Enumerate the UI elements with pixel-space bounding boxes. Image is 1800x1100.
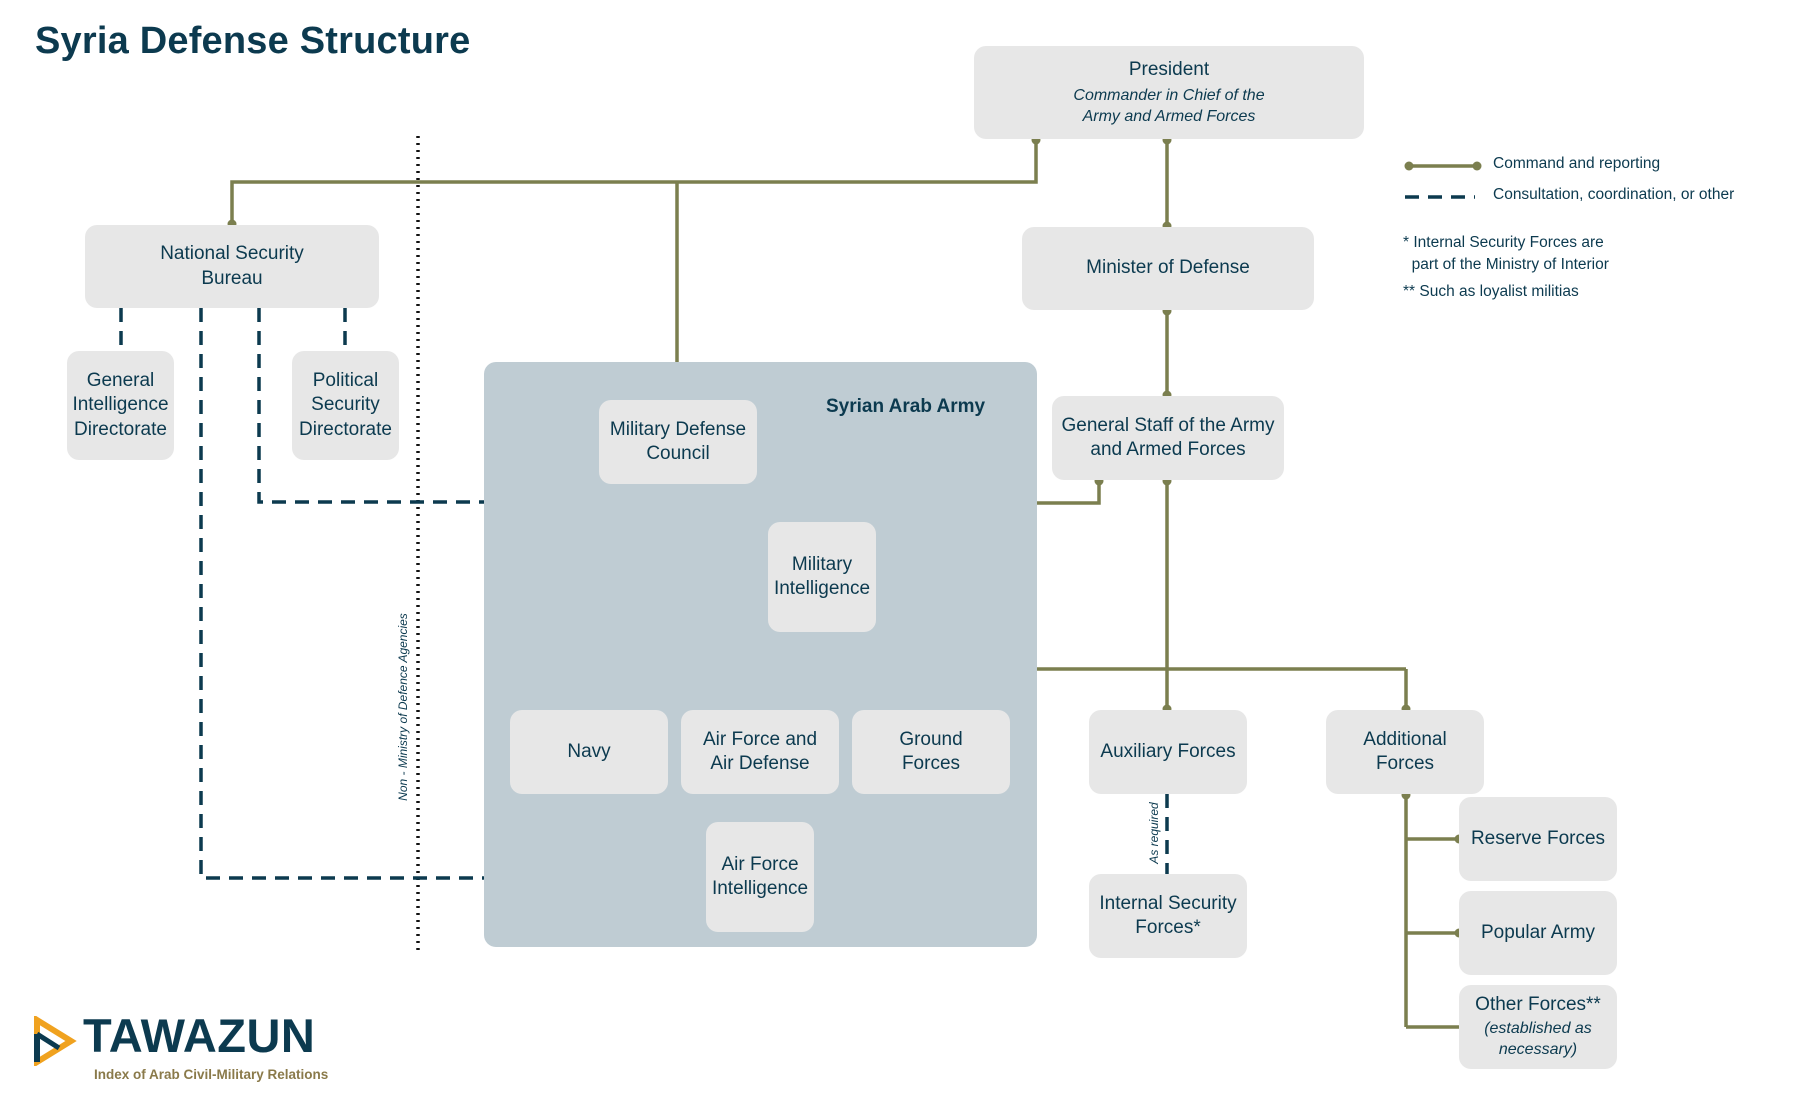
node-general-staff-label: General Staff of the Army and Armed Forc… <box>1061 414 1275 460</box>
node-other-forces: Other Forces** (established as necessary… <box>1459 985 1617 1069</box>
node-other-forces-label: Other Forces** <box>1475 994 1601 1016</box>
node-ground-forces: Ground Forces <box>852 710 1010 794</box>
footnote-2: ** Such as loyalist militias <box>1403 283 1579 301</box>
node-president-label: President <box>1128 58 1210 80</box>
node-air-force-intelligence-label: Air Force Intelligence <box>711 853 809 899</box>
node-popular-army-label: Popular Army <box>1480 921 1596 943</box>
node-internal-security-forces: Internal Security Forces* <box>1089 874 1247 958</box>
node-reserve-forces-label: Reserve Forces <box>1470 827 1606 849</box>
node-military-intelligence-label: Military Intelligence <box>773 553 871 599</box>
node-air-force-air-defense-label: Air Force and Air Defense <box>702 728 818 774</box>
node-nsb: National Security Bureau <box>85 225 379 308</box>
node-additional-forces-label: Additional Forces <box>1363 728 1447 774</box>
page-title: Syria Defense Structure <box>35 20 471 62</box>
node-president-sub: Commander in Chief of the Army and Armed… <box>1073 86 1265 125</box>
node-president: President Commander in Chief of the Army… <box>974 46 1364 139</box>
node-military-intelligence: Military Intelligence <box>768 522 876 632</box>
command-line-icon <box>1404 161 1482 171</box>
line-president-to-nsb <box>230 139 1038 225</box>
node-navy-label: Navy <box>567 740 611 762</box>
node-auxiliary-forces-label: Auxiliary Forces <box>1100 740 1236 762</box>
node-psd: Political Security Directorate <box>292 351 399 460</box>
node-mdc-label: Military Defense Council <box>609 418 747 464</box>
node-additional-forces: Additional Forces <box>1326 710 1484 794</box>
node-gid-label: General Intelligence Directorate <box>72 370 169 440</box>
as-required-label: As required <box>1147 802 1161 864</box>
logo-tagline: Index of Arab Civil-Military Relations <box>94 1067 329 1082</box>
node-reserve-forces: Reserve Forces <box>1459 797 1617 881</box>
node-mdc: Military Defense Council <box>599 400 757 484</box>
footnote-1: * Internal Security Forces are part of t… <box>1403 234 1609 273</box>
node-psd-label: Political Security Directorate <box>299 370 392 440</box>
node-minister-label: Minister of Defense <box>1086 257 1250 279</box>
node-air-force-air-defense: Air Force and Air Defense <box>681 710 839 794</box>
node-popular-army: Popular Army <box>1459 891 1617 975</box>
legend-coordination-label: Consultation, coordination, or other <box>1493 186 1735 203</box>
node-ground-forces-label: Ground Forces <box>899 728 963 774</box>
node-gid: General Intelligence Directorate <box>67 351 174 460</box>
node-general-staff: General Staff of the Army and Armed Forc… <box>1052 396 1284 480</box>
node-other-forces-sub: (established as necessary) <box>1484 1020 1592 1059</box>
node-internal-security-forces-label: Internal Security Forces* <box>1099 892 1237 938</box>
logo-name: TAWAZUN <box>83 1009 316 1062</box>
boundary-label: Non - Ministry of Defence Agencies <box>396 613 410 801</box>
node-minister: Minister of Defense <box>1022 227 1314 310</box>
coordination-line-icon <box>1405 195 1475 199</box>
node-navy: Navy <box>510 710 668 794</box>
node-nsb-label: National Security Bureau <box>160 243 304 289</box>
legend-command-label: Command and reporting <box>1493 155 1661 172</box>
tawazun-logo-mark-icon <box>34 1016 77 1066</box>
node-auxiliary-forces: Auxiliary Forces <box>1089 710 1247 794</box>
footnotes: * Internal Security Forces are part of t… <box>1403 232 1609 309</box>
node-air-force-intelligence: Air Force Intelligence <box>706 822 814 932</box>
syrian-arab-army-label: Syrian Arab Army <box>826 396 986 417</box>
